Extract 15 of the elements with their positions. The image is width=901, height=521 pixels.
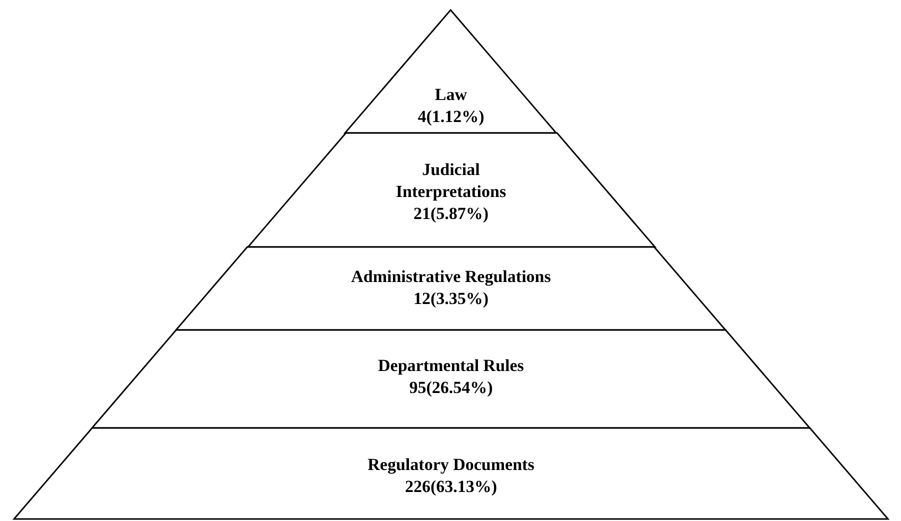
level-title: Law <box>434 84 468 106</box>
level-count: 21(5.87%) <box>413 203 489 225</box>
level-count: 12(3.35%) <box>413 288 489 310</box>
pyramid-level <box>14 428 888 519</box>
level-title: Judicial Interpretations <box>394 159 508 203</box>
pyramid-level <box>248 133 654 247</box>
level-count: 95(26.54%) <box>409 377 493 399</box>
pyramid-level <box>176 247 726 330</box>
level-count: 4(1.12%) <box>418 106 484 128</box>
level-title: Regulatory Documents <box>368 454 534 476</box>
level-count: 226(63.13%) <box>404 476 498 498</box>
pyramid-level <box>345 10 557 133</box>
level-title: Administrative Regulations <box>351 266 551 288</box>
pyramid-level <box>92 330 810 428</box>
level-title: Departmental Rules <box>378 355 524 377</box>
